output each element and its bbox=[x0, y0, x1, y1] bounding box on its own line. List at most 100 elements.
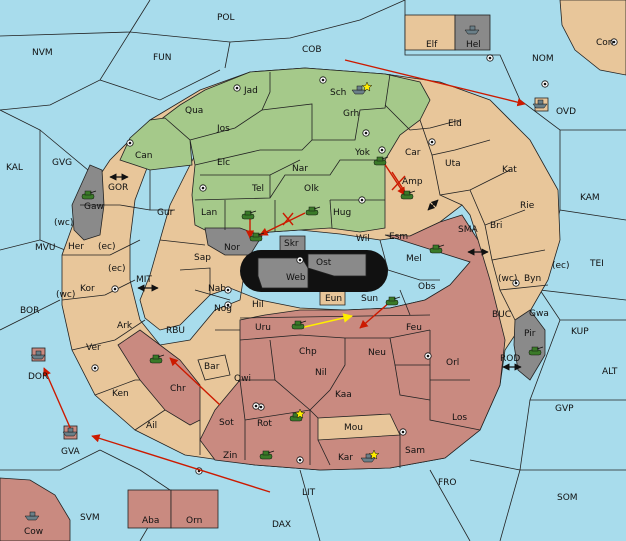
label-sea: ALT bbox=[602, 367, 618, 377]
label-land: Con bbox=[596, 38, 614, 48]
label-land: Nar bbox=[292, 164, 308, 174]
label-land: Nor bbox=[224, 243, 240, 253]
label-land: Jad bbox=[243, 86, 258, 96]
label-land: Tel bbox=[251, 184, 264, 194]
region-bar bbox=[197, 354, 231, 381]
cut-mark-amp bbox=[391, 171, 406, 193]
supply-centers bbox=[91, 38, 618, 475]
label-land: Zin bbox=[223, 451, 237, 461]
label-land: Bar bbox=[204, 362, 220, 372]
label-sea: NVM bbox=[32, 48, 53, 58]
con-region bbox=[559, 0, 626, 76]
label-land: Car bbox=[405, 148, 421, 158]
label-sea: MIT bbox=[136, 275, 152, 285]
label-land: Sch bbox=[330, 88, 346, 98]
supply-center-dot bbox=[128, 141, 132, 145]
label-land: Ail bbox=[146, 421, 157, 431]
label-land: Kor bbox=[80, 284, 95, 294]
fleet-unit-icon[interactable] bbox=[532, 99, 548, 109]
army-unit-icon[interactable] bbox=[373, 156, 389, 166]
army-unit-icon[interactable] bbox=[305, 206, 321, 216]
army-unit-icon[interactable] bbox=[528, 346, 544, 356]
supply-center-dot bbox=[401, 430, 405, 434]
label-land: Aba bbox=[142, 516, 159, 526]
army-unit-icon[interactable] bbox=[385, 296, 401, 306]
move-arrow-gva-dor bbox=[43, 367, 73, 433]
supply-center-dot bbox=[254, 404, 258, 408]
fleet-unit-icon[interactable] bbox=[24, 511, 40, 521]
central-lake bbox=[240, 250, 388, 292]
army-unit-icon[interactable] bbox=[249, 232, 265, 242]
army-unit-icon[interactable] bbox=[241, 210, 257, 220]
label-land: Kat bbox=[502, 165, 517, 175]
move-arrow-lit-gva bbox=[91, 434, 271, 493]
label-coast: (wc) bbox=[56, 290, 75, 300]
supply-center-dot bbox=[201, 186, 205, 190]
label-land: Feu bbox=[406, 323, 422, 333]
label-land: Jos bbox=[216, 124, 230, 134]
label-land: Amp bbox=[402, 177, 423, 187]
cow-region bbox=[0, 477, 71, 541]
supply-center-dot bbox=[298, 258, 302, 262]
label-land: Ver bbox=[86, 343, 101, 353]
fleet-unit-icon[interactable] bbox=[62, 427, 78, 437]
canal-arrow-esm bbox=[427, 199, 439, 211]
label-land: DOR bbox=[28, 372, 48, 382]
label-land: Gaw bbox=[84, 202, 104, 212]
label-land: Qwi bbox=[234, 374, 251, 384]
supply-center-dot bbox=[426, 354, 430, 358]
label-land: Mel bbox=[406, 254, 422, 264]
label-land: Chp bbox=[299, 347, 317, 357]
canal-arrows bbox=[109, 173, 522, 371]
label-sea: RBU bbox=[166, 326, 185, 336]
supply-center-dot bbox=[612, 40, 616, 44]
units-layer bbox=[24, 25, 548, 521]
label-land: Sam bbox=[405, 446, 425, 456]
label-land: Hug bbox=[333, 208, 351, 218]
label-land: Orn bbox=[186, 516, 202, 526]
label-land: Nil bbox=[315, 368, 327, 378]
label-land: Ark bbox=[117, 321, 133, 331]
army-unit-icon[interactable] bbox=[291, 320, 307, 330]
label-land: Can bbox=[135, 151, 153, 161]
label-land: Orl bbox=[446, 358, 459, 368]
army-unit-icon[interactable] bbox=[429, 244, 445, 254]
territory-borders bbox=[61, 72, 549, 468]
label-land: Gur bbox=[157, 208, 174, 218]
move-arrow-chr bbox=[169, 357, 221, 406]
label-sea: COB bbox=[302, 45, 322, 55]
label-sea: MVU bbox=[35, 243, 56, 253]
label-land: Nog bbox=[214, 304, 232, 314]
army-unit-icon[interactable] bbox=[81, 190, 97, 200]
label-land: Pir bbox=[524, 329, 536, 339]
label-land: Hil bbox=[252, 300, 264, 310]
army-unit-icon[interactable] bbox=[149, 354, 165, 364]
label-sea: SVM bbox=[80, 513, 100, 523]
label-sea: BOR bbox=[20, 306, 39, 316]
label-land: Neu bbox=[368, 348, 386, 358]
dislodged-star-icon bbox=[368, 449, 380, 460]
label-coast: (ec) bbox=[108, 264, 126, 274]
supply-center-dot bbox=[364, 131, 368, 135]
label-land: GVA bbox=[61, 447, 81, 457]
label-land: Byn bbox=[524, 274, 541, 284]
fleet-unit-icon[interactable] bbox=[30, 350, 46, 360]
label-land: Los bbox=[452, 413, 467, 423]
label-coast: (wc) bbox=[498, 274, 517, 284]
label-land: Grh bbox=[343, 109, 359, 119]
label-land: Web bbox=[286, 273, 306, 283]
label-land: Rot bbox=[257, 419, 272, 429]
move-arrow-sun-uru bbox=[359, 301, 391, 329]
label-land: Yok bbox=[354, 148, 371, 158]
army-unit-icon[interactable] bbox=[259, 450, 275, 460]
fleet-unit-icon[interactable] bbox=[464, 25, 480, 35]
label-sea: GOR bbox=[108, 183, 128, 193]
move-arrow-hug-nor bbox=[259, 212, 306, 236]
fleet-unit-icon[interactable] bbox=[351, 85, 367, 95]
label-land: Mou bbox=[344, 423, 363, 433]
label-sea: LIT bbox=[302, 488, 316, 498]
supply-center-dot bbox=[430, 140, 434, 144]
supply-center-dot bbox=[93, 366, 97, 370]
army-unit-icon[interactable] bbox=[400, 190, 416, 200]
